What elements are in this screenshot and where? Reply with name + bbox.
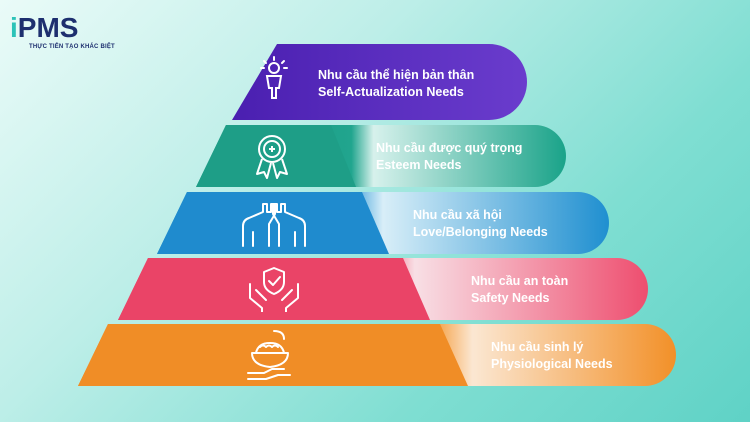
title-en: Safety Needs [471, 291, 550, 305]
tier-safety: Nhu cầu an toàn Safety Needs [118, 258, 648, 320]
tier-label: Nhu cầu thể hiện bản thân Self-Actualiza… [318, 67, 474, 101]
tier-physiological: Nhu cầu sinh lý Physiological Needs [78, 324, 676, 386]
tier-love-belonging: Nhu cầu xã hội Love/Belonging Needs [157, 192, 609, 254]
title-vi: Nhu cầu thể hiện bản thân [318, 68, 475, 82]
title-vi: Nhu cầu xã hội [413, 208, 502, 222]
title-en: Love/Belonging Needs [413, 225, 548, 239]
logo-wordmark: iPMS [10, 12, 79, 43]
logo-tagline: THỰC TIỄN TẠO KHÁC BIỆT [29, 44, 115, 50]
ipms-logo: iPMS THỰC TIỄN TẠO KHÁC BIỆT [10, 14, 120, 54]
title-vi: Nhu cầu sinh lý [491, 340, 584, 354]
tier-shape [118, 258, 648, 320]
protection-hands-icon [249, 267, 299, 312]
high-five-icon [242, 203, 306, 247]
tier-label: Nhu cầu sinh lý Physiological Needs [491, 339, 613, 373]
tier-esteem: Nhu cầu được quý trọng Esteem Needs [196, 125, 566, 187]
tier-self-actualization: Nhu cầu thể hiện bản thân Self-Actualiza… [232, 44, 527, 120]
tier-shape [232, 44, 527, 120]
title-en: Esteem Needs [376, 158, 462, 172]
title-vi: Nhu cầu an toàn [471, 274, 569, 288]
tier-label: Nhu cầu an toàn Safety Needs [471, 273, 568, 307]
title-en: Physiological Needs [491, 357, 613, 371]
title-en: Self-Actualization Needs [318, 85, 464, 99]
tier-shape [78, 324, 676, 386]
person-icon [260, 56, 288, 99]
title-vi: Nhu cầu được quý trọng [376, 141, 523, 155]
tier-label: Nhu cầu được quý trọng Esteem Needs [376, 140, 522, 174]
tier-label: Nhu cầu xã hội Love/Belonging Needs [413, 207, 548, 241]
food-bowl-icon [247, 330, 291, 380]
award-badge-icon [256, 135, 288, 179]
